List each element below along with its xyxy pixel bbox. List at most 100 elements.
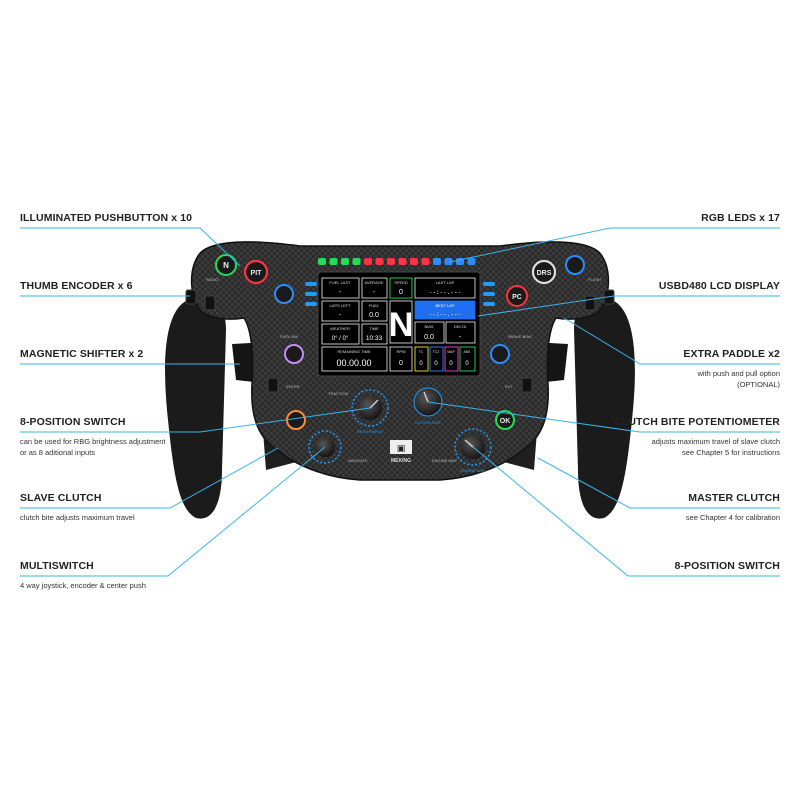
line-clutch-bite [427,401,780,433]
callout-master-clutch: MASTER CLUTCH see Chapter 4 for calibrat… [686,492,780,523]
button-purple-left[interactable] [284,344,304,364]
rgb-led [387,258,395,265]
callout-title: 8-POSITION SWITCH [674,560,780,572]
bias-label: BIAS [424,324,433,329]
line-8pos-right [472,446,780,577]
remaining-time-cell [321,346,388,372]
button-drs[interactable]: DRS [531,259,557,285]
laps-left-cell [321,300,360,322]
label-brake-bias: BRAKE BIAS [508,334,532,339]
clutch-bite-knob[interactable]: CLUTCH BITE [413,387,443,425]
button-purple-right[interactable] [490,344,510,364]
fuel-cell [361,300,388,322]
thumb-encoder-left-1[interactable] [185,289,197,305]
button-pit[interactable]: PIT [243,259,269,285]
weather-cell [321,323,360,345]
label-navigate: NAVIGATE [348,458,368,463]
best-lap-value: --:--.--- [429,311,462,318]
callout-title: MAGNETIC SHIFTER x 2 [20,348,144,360]
callout-desc: clutch bite adjusts maximum travel [20,513,135,522]
thumb-encoder-left-2[interactable] [204,295,216,311]
thumb-encoder-left-3[interactable] [267,377,279,393]
abs-label: ABS [463,350,471,354]
delta-value: - [459,334,462,341]
callout-desc: adjusts maximum travel of slave clutch [651,437,780,446]
fuel-last-value: - [339,289,342,296]
abs-value: 0 [465,361,469,367]
button-pit-label: PIT [251,270,263,277]
button-blue-right-top[interactable] [565,255,585,275]
side-leds-left [305,282,317,306]
label-fuel-mix: FUEL MIX [280,334,299,339]
brand-name: MEKING [391,458,411,464]
line-rgb-leds [449,227,780,263]
line-master-clutch [537,457,780,509]
thumb-encoder-right-3[interactable] [521,377,533,393]
callout-lcd-display: USBD480 LCD DISPLAY [659,280,780,292]
speed-label: SPEED [394,280,408,285]
gear-indicator: N [389,306,414,344]
lcd-display: FUEL LAST - AVERAGE - SPEED 0 LAST LAP -… [317,271,481,377]
side-leds-right [483,282,495,306]
last-lap-label: LAST LAP [436,280,455,285]
label-enter: ENTER [286,384,300,389]
time-value: 10:33 [366,335,383,342]
rgb-led [329,258,338,265]
rgb-led [375,258,384,265]
button-drs-label: DRS [537,270,552,277]
weather-value: 0° / 0° [332,336,349,342]
rgb-led [444,258,453,265]
callout-title: ILLUMINATED PUSHBUTTON x 10 [20,212,193,224]
callout-title: RGB LEDS x 17 [701,212,780,224]
button-n[interactable]: N [215,254,237,276]
rgb-led [341,258,349,265]
tc2-value: 0 [434,361,438,367]
callout-extra-paddle: EXTRA PADDLE x2 with push and pull optio… [683,348,780,390]
remaining-time-label: REMAINING TIME [337,349,371,354]
callout-desc: 4 way joystick, encoder & center push [20,581,146,590]
average-value: - [373,289,376,296]
callout-title: EXTRA PADDLE x2 [683,348,780,360]
fuel-last-label: FUEL LAST [329,280,351,285]
brightness-knob-label: BRIGHTNESS [357,429,383,434]
delta-label: DELTA [454,324,467,329]
callout-multiswitch: MULTISWITCH 4 way joystick, encoder & ce… [20,560,146,591]
callout-clutch-bite: CLUTCH BITE POTENTIOMETER adjusts maximu… [614,416,780,458]
rgb-led [421,258,430,265]
label-traction: TRACTION [328,391,349,396]
callout-8pos-switch-left: 8-POSITION SWITCH can be used for RBG br… [20,416,166,458]
laps-left-label: LAPS LEFT [329,303,351,308]
button-ok[interactable]: OK [495,410,515,430]
tc-cell [414,346,429,372]
button-blue-left[interactable] [274,284,294,304]
callout-rgb-leds: RGB LEDS x 17 [701,212,780,224]
weather-label: WEATHER [330,326,350,331]
thumb-encoder-right-2[interactable] [584,295,596,311]
fuel-value: 0.0 [369,312,379,319]
average-label: AVERAGE [364,280,383,285]
callout-title: CLUTCH BITE POTENTIOMETER [614,416,780,428]
callout-title: USBD480 LCD DISPLAY [658,280,780,292]
line-8pos-left [20,407,371,433]
callout-desc: (OPTIONAL) [737,380,780,389]
callout-desc: see Chapter 4 for calibration [685,513,780,522]
button-ok-label: OK [500,418,511,425]
last-lap-value: --:--.--- [429,289,462,296]
label-ext: EXT [505,384,513,389]
brand-logo: ▣ MEKING [390,440,412,464]
map-value: 0 [449,361,453,367]
button-orange-left[interactable] [286,410,306,430]
callout-slave-clutch: SLAVE CLUTCH clutch bite adjusts maximum… [20,492,135,523]
callout-thumb-encoder: THUMB ENCODER x 6 [20,280,133,292]
speed-cell [389,277,413,299]
map-cell [444,346,459,372]
rgb-led [410,258,418,265]
callout-desc: with push and pull option [697,369,780,378]
speed-value: 0 [399,289,403,296]
callout-desc: can be used for RBG brightness adjustmen… [20,437,166,446]
fuel-last-cell [321,277,360,299]
abs-cell [459,346,476,372]
left-grip [165,297,226,519]
callout-title: 8-POSITION SWITCH [20,416,126,428]
button-pc[interactable]: PC [506,285,528,307]
